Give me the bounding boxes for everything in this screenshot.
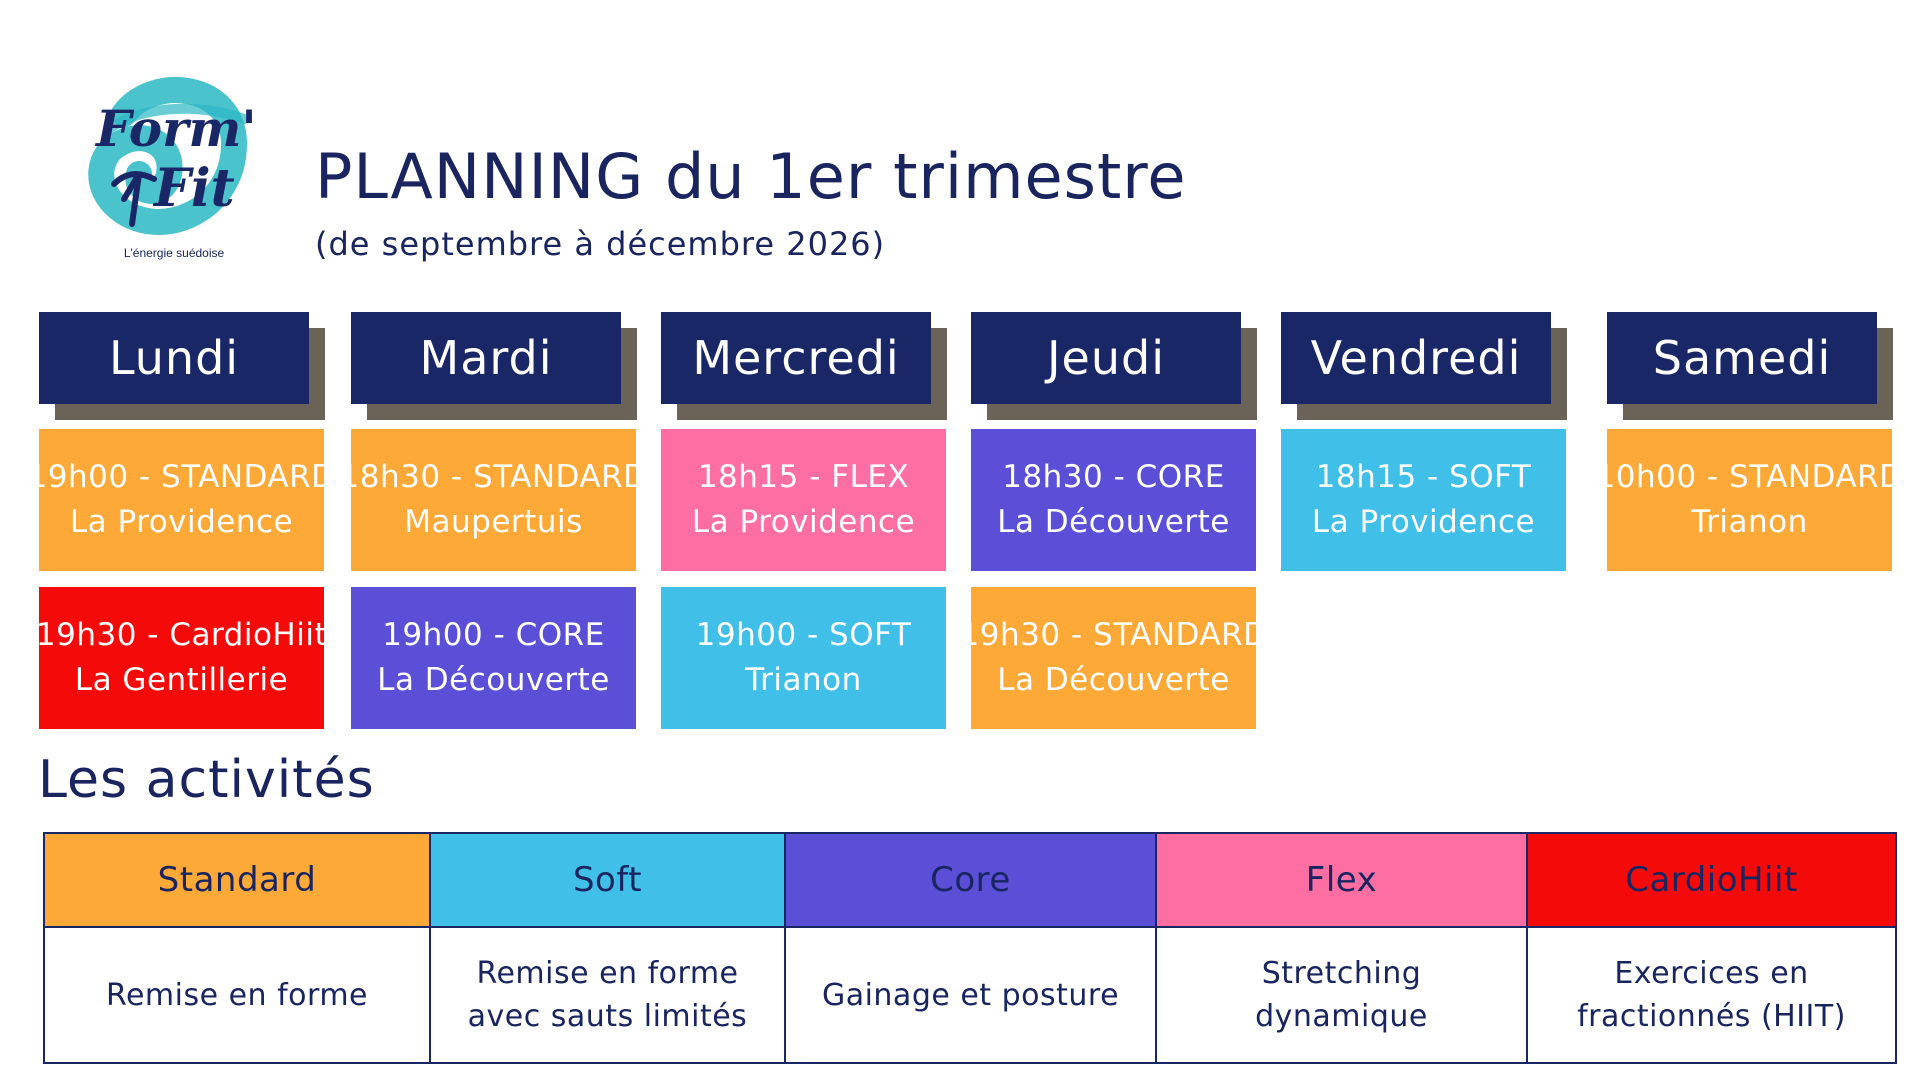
class-time-title: 10h00 - STANDARD xyxy=(1595,459,1904,495)
legend-desc-line: fractionnés (HIIT) xyxy=(1577,999,1846,1034)
legend-activity-description: Gainage et posture xyxy=(786,928,1155,1062)
legend-desc-line: avec sauts limités xyxy=(467,999,748,1034)
day-header: Mardi xyxy=(351,312,637,420)
day-header: Jeudi xyxy=(971,312,1257,420)
class-venue: La Gentillerie xyxy=(74,662,289,698)
class-time-title: 18h15 - FLEX xyxy=(697,459,910,495)
class-time-title: 19h30 - STANDARD xyxy=(959,617,1268,653)
legend-activity-description: Exercices en fractionnés (HIIT) xyxy=(1528,928,1895,1062)
day-label: Mardi xyxy=(351,312,621,404)
class-venue: Trianon xyxy=(1691,504,1808,540)
class-slot: 18h30 - STANDARD Maupertuis xyxy=(340,429,647,571)
legend-column-core: Core Gainage et posture xyxy=(786,834,1157,1062)
class-venue: La Découverte xyxy=(997,504,1230,540)
day-label: Lundi xyxy=(39,312,309,404)
page-title: PLANNING du 1er trimestre xyxy=(315,140,1187,213)
class-slot: 18h15 - SOFT La Providence xyxy=(1281,429,1566,571)
legend-desc-line: Remise en forme xyxy=(476,956,739,991)
class-time-title: 18h30 - CORE xyxy=(1002,459,1225,495)
legend-column-flex: Flex Stretching dynamique xyxy=(1157,834,1528,1062)
day-label: Vendredi xyxy=(1281,312,1551,404)
day-label: Mercredi xyxy=(661,312,931,404)
logo-graphic: Form' Fit xyxy=(88,77,257,235)
class-time-title: 18h15 - SOFT xyxy=(1315,459,1532,495)
class-venue: La Découverte xyxy=(377,662,610,698)
class-venue: Trianon xyxy=(745,662,862,698)
class-time-title: 18h30 - STANDARD xyxy=(339,459,648,495)
legend-column-cardiohiit: CardioHiit Exercices en fractionnés (HII… xyxy=(1528,834,1895,1062)
svg-text:Form': Form' xyxy=(94,99,257,158)
class-slot: 19h30 - CardioHiit La Gentillerie xyxy=(35,587,328,729)
day-column-mardi: Mardi 18h30 - STANDARD Maupertuis 19h00 … xyxy=(340,312,647,729)
legend-column-soft: Soft Remise en forme avec sauts limités xyxy=(431,834,786,1062)
legend-desc-line: dynamique xyxy=(1255,999,1428,1034)
legend-activity-description: Stretching dynamique xyxy=(1157,928,1526,1062)
day-label: Samedi xyxy=(1607,312,1877,404)
class-time-title: 19h00 - STANDARD xyxy=(27,459,336,495)
day-column-lundi: Lundi 19h00 - STANDARD La Providence 19h… xyxy=(28,312,335,729)
class-slot: 19h00 - SOFT Trianon xyxy=(661,587,946,729)
activities-legend-table: Standard Remise en forme Soft Remise en … xyxy=(43,832,1897,1064)
class-time-title: 19h30 - CardioHiit xyxy=(35,617,328,653)
class-venue: La Providence xyxy=(691,504,916,540)
day-header: Mercredi xyxy=(661,312,947,420)
legend-desc-line: Gainage et posture xyxy=(821,977,1120,1013)
class-slot: 10h00 - STANDARD Trianon xyxy=(1596,429,1903,571)
day-column-jeudi: Jeudi 18h30 - CORE La Découverte 19h30 -… xyxy=(960,312,1267,729)
class-slot: 18h15 - FLEX La Providence xyxy=(661,429,946,571)
day-header: Vendredi xyxy=(1281,312,1567,420)
logo-tagline: L'énergie suédoise xyxy=(123,246,225,260)
class-slot: 19h00 - CORE La Découverte xyxy=(351,587,636,729)
legend-activity-name: Standard xyxy=(45,834,429,928)
class-venue: La Providence xyxy=(1311,504,1536,540)
day-header: Lundi xyxy=(39,312,325,420)
legend-activity-name: Flex xyxy=(1157,834,1526,928)
legend-desc-line: Exercices en xyxy=(1614,956,1809,991)
legend-activity-name: Soft xyxy=(431,834,784,928)
day-column-mercredi: Mercredi 18h15 - FLEX La Providence 19h0… xyxy=(661,312,947,729)
day-column-samedi: Samedi 10h00 - STANDARD Trianon xyxy=(1596,312,1903,571)
day-column-vendredi: Vendredi 18h15 - SOFT La Providence xyxy=(1281,312,1567,571)
class-venue: La Providence xyxy=(69,504,294,540)
class-time-title: 19h00 - SOFT xyxy=(695,617,912,653)
activities-title: Les activités xyxy=(38,750,375,810)
legend-column-standard: Standard Remise en forme xyxy=(45,834,431,1062)
legend-activity-description: Remise en forme xyxy=(45,928,429,1062)
day-header: Samedi xyxy=(1607,312,1893,420)
class-venue: Maupertuis xyxy=(404,504,583,540)
day-label: Jeudi xyxy=(971,312,1241,404)
legend-activity-name: CardioHiit xyxy=(1528,834,1895,928)
class-slot: 19h00 - STANDARD La Providence xyxy=(28,429,335,571)
page-subtitle: (de septembre à décembre 2026) xyxy=(315,225,886,263)
brand-logo: Form' Fit L'énergie suédoise xyxy=(84,74,264,274)
class-venue: La Découverte xyxy=(997,662,1230,698)
legend-activity-description: Remise en forme avec sauts limités xyxy=(431,928,784,1062)
svg-text:Fit: Fit xyxy=(152,158,235,219)
class-slot: 18h30 - CORE La Découverte xyxy=(971,429,1256,571)
class-slot: 19h30 - STANDARD La Découverte xyxy=(960,587,1267,729)
legend-activity-name: Core xyxy=(786,834,1155,928)
legend-desc-line: Remise en forme xyxy=(105,977,369,1013)
legend-desc-line: Stretching xyxy=(1261,956,1422,991)
class-time-title: 19h00 - CORE xyxy=(382,617,605,653)
